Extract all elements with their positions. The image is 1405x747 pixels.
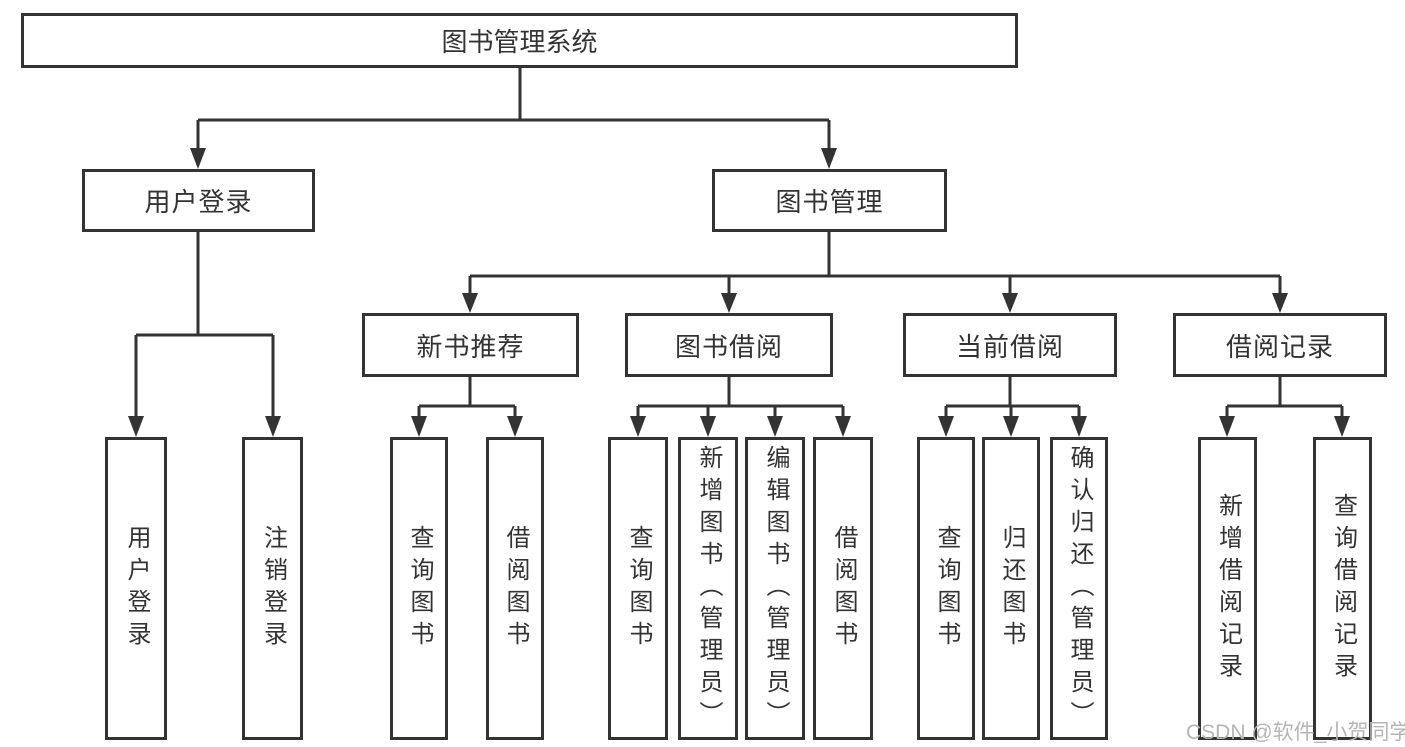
leaf-query-books-1: 查询图书 xyxy=(390,437,448,740)
node-book-management-label: 图书管理 xyxy=(775,187,884,217)
leaf-add-borrow-record: 新增借阅记录 xyxy=(1198,437,1257,740)
node-new-book-recommend-label: 新书推荐 xyxy=(416,331,525,362)
leaf-add-books-admin-label: 新增图书（管理员） xyxy=(695,444,722,733)
node-current-borrowing: 当前借阅 xyxy=(903,313,1117,377)
leaf-return-books-label: 归还图书 xyxy=(998,524,1025,653)
node-book-borrowing: 图书借阅 xyxy=(625,313,833,377)
leaf-query-books-3: 查询图书 xyxy=(917,437,975,740)
leaf-confirm-return-admin-label: 确认归还（管理员） xyxy=(1066,444,1093,733)
node-user-login-label: 用户登录 xyxy=(144,187,253,217)
leaf-user-login: 用户登录 xyxy=(105,437,167,740)
leaf-return-books: 归还图书 xyxy=(982,437,1040,740)
node-root: 图书管理系统 xyxy=(21,13,1018,68)
leaf-add-books-admin: 新增图书（管理员） xyxy=(678,437,738,740)
node-borrowing-records-label: 借阅记录 xyxy=(1225,331,1334,362)
leaf-borrow-books-1-label: 借阅图书 xyxy=(502,524,529,653)
watermark: CSDN @软件_小贺同学 xyxy=(1186,721,1405,744)
leaf-borrow-books-2-label: 借阅图书 xyxy=(830,524,857,653)
node-user-login: 用户登录 xyxy=(82,169,315,232)
leaf-query-books-2-label: 查询图书 xyxy=(625,524,652,653)
leaf-user-login-label: 用户登录 xyxy=(123,524,150,653)
leaf-edit-books-admin: 编辑图书（管理员） xyxy=(745,437,805,740)
leaf-borrow-books-1: 借阅图书 xyxy=(486,437,544,740)
leaf-confirm-return-admin: 确认归还（管理员） xyxy=(1050,437,1108,740)
leaf-logout: 注销登录 xyxy=(242,437,303,740)
node-book-management: 图书管理 xyxy=(712,169,947,232)
leaf-query-borrow-record-label: 查询借阅记录 xyxy=(1329,492,1357,685)
leaf-query-borrow-record: 查询借阅记录 xyxy=(1313,437,1372,740)
leaf-query-books-1-label: 查询图书 xyxy=(406,524,433,653)
node-book-borrowing-label: 图书借阅 xyxy=(674,331,783,362)
leaf-logout-label: 注销登录 xyxy=(259,524,287,653)
node-new-book-recommend: 新书推荐 xyxy=(362,313,579,377)
leaf-query-books-3-label: 查询图书 xyxy=(933,524,960,653)
leaf-add-borrow-record-label: 新增借阅记录 xyxy=(1214,492,1242,685)
leaf-query-books-2: 查询图书 xyxy=(608,437,668,740)
arrowheads xyxy=(128,148,1350,437)
leaf-edit-books-admin-label: 编辑图书（管理员） xyxy=(762,444,789,733)
node-root-label: 图书管理系统 xyxy=(441,27,598,57)
leaf-borrow-books-2: 借阅图书 xyxy=(813,437,873,740)
node-current-borrowing-label: 当前借阅 xyxy=(955,331,1064,362)
node-borrowing-records: 借阅记录 xyxy=(1173,313,1387,377)
